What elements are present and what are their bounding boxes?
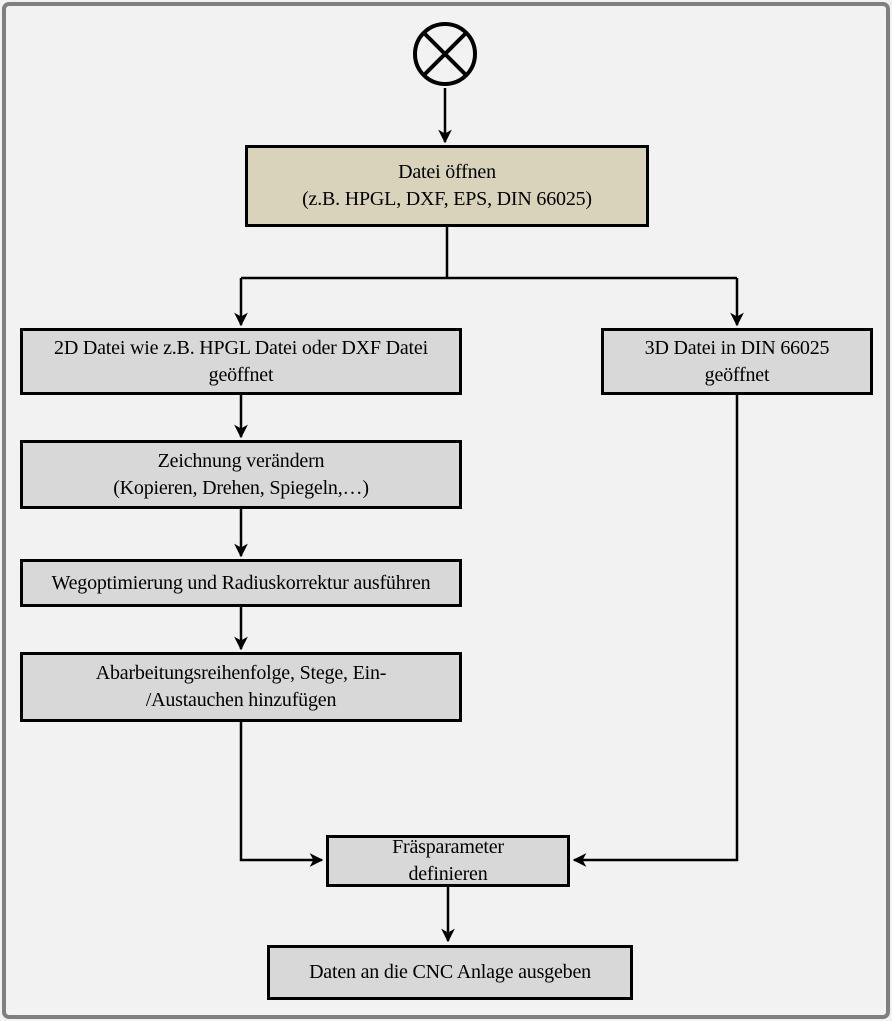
node-milling-parameters-line1: Fräsparameter — [392, 836, 504, 859]
node-milling-parameters: Fräsparameter definieren — [326, 835, 570, 887]
node-output-cnc-line1: Daten an die CNC Anlage ausgeben — [309, 961, 591, 984]
node-processing-order: Abarbeitungsreihenfolge, Stege, Ein- /Au… — [20, 652, 462, 722]
arrow-order-to-parameters — [239, 722, 324, 867]
node-modify-drawing-line1: Zeichnung verändern — [157, 449, 325, 472]
node-2d-file-line1: 2D Datei wie z.B. HPGL Datei oder DXF Da… — [54, 336, 428, 359]
start-symbol-icon — [413, 22, 477, 86]
node-3d-file-line2: geöffnet — [704, 363, 770, 386]
node-processing-order-line1: Abarbeitungsreihenfolge, Stege, Ein- — [95, 662, 387, 685]
node-open-file-line1: Datei öffnen — [398, 161, 496, 184]
node-output-cnc: Daten an die CNC Anlage ausgeben — [267, 945, 633, 1000]
node-3d-file-opened: 3D Datei in DIN 66025 geöffnet — [601, 328, 873, 395]
node-2d-file-opened: 2D Datei wie z.B. HPGL Datei oder DXF Da… — [20, 328, 462, 395]
node-path-optimization: Wegoptimierung und Radiuskorrektur ausfü… — [20, 559, 462, 607]
node-2d-file-line2: geöffnet — [208, 363, 274, 386]
node-milling-parameters-line2: definieren — [408, 863, 488, 885]
node-modify-drawing-line2: (Kopieren, Drehen, Spiegeln,…) — [113, 476, 369, 499]
arrow-3d-to-parameters — [572, 395, 739, 867]
node-path-optimization-line1: Wegoptimierung und Radiuskorrektur ausfü… — [51, 571, 431, 594]
node-modify-drawing: Zeichnung verändern (Kopieren, Drehen, S… — [20, 440, 462, 509]
node-open-file: Datei öffnen (z.B. HPGL, DXF, EPS, DIN 6… — [245, 145, 649, 227]
node-3d-file-line1: 3D Datei in DIN 66025 — [644, 336, 830, 359]
node-open-file-line2: (z.B. HPGL, DXF, EPS, DIN 66025) — [302, 188, 592, 210]
node-processing-order-line2: /Austauchen hinzufügen — [145, 689, 337, 711]
